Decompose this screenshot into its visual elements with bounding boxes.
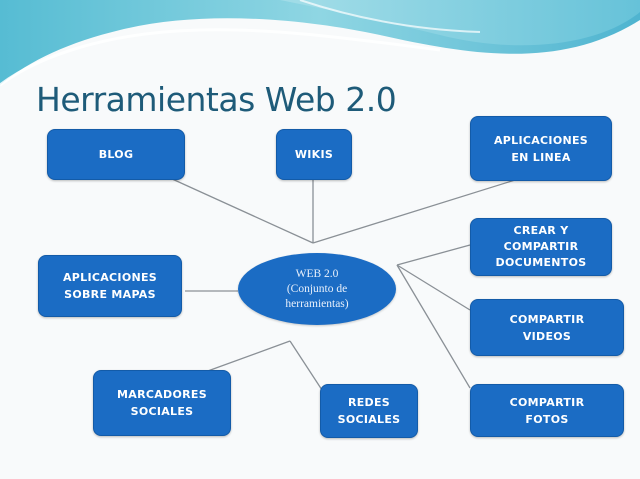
- node-compartir-videos: COMPARTIR VIDEOS: [470, 299, 624, 356]
- node-label: APLICACIONES EN LINEA: [493, 133, 589, 164]
- node-blog: BLOG: [47, 129, 185, 180]
- center-node-web20: WEB 2.0 (Conjunto de herramientas): [238, 253, 396, 325]
- node-compartir-fotos: COMPARTIR FOTOS: [470, 384, 624, 437]
- node-wikis: WIKIS: [276, 129, 352, 180]
- decorative-wave-banner: [0, 0, 640, 87]
- node-aplicaciones-sobre-mapas: APLICACIONES SOBRE MAPAS: [38, 255, 182, 317]
- node-label: COMPARTIR VIDEOS: [509, 312, 585, 343]
- node-label: REDES SOCIALES: [337, 396, 401, 426]
- node-label: BLOG: [98, 148, 134, 161]
- center-label: WEB 2.0 (Conjunto de herramientas): [285, 267, 349, 310]
- node-aplicaciones-en-linea: APLICACIONES EN LINEA: [470, 116, 612, 181]
- node-label: WIKIS: [294, 148, 334, 161]
- node-label: APLICACIONES SOBRE MAPAS: [62, 271, 158, 301]
- slide-title: Herramientas Web 2.0: [36, 80, 397, 119]
- node-redes-sociales: REDES SOCIALES: [320, 384, 418, 438]
- node-marcadores-sociales: MARCADORES SOCIALES: [93, 370, 231, 436]
- node-label: CREAR Y COMPARTIR DOCUMENTOS: [495, 224, 587, 269]
- node-label: MARCADORES SOCIALES: [117, 388, 207, 418]
- node-crear-compartir-documentos: CREAR Y COMPARTIR DOCUMENTOS: [470, 218, 612, 276]
- node-label: COMPARTIR FOTOS: [509, 395, 585, 426]
